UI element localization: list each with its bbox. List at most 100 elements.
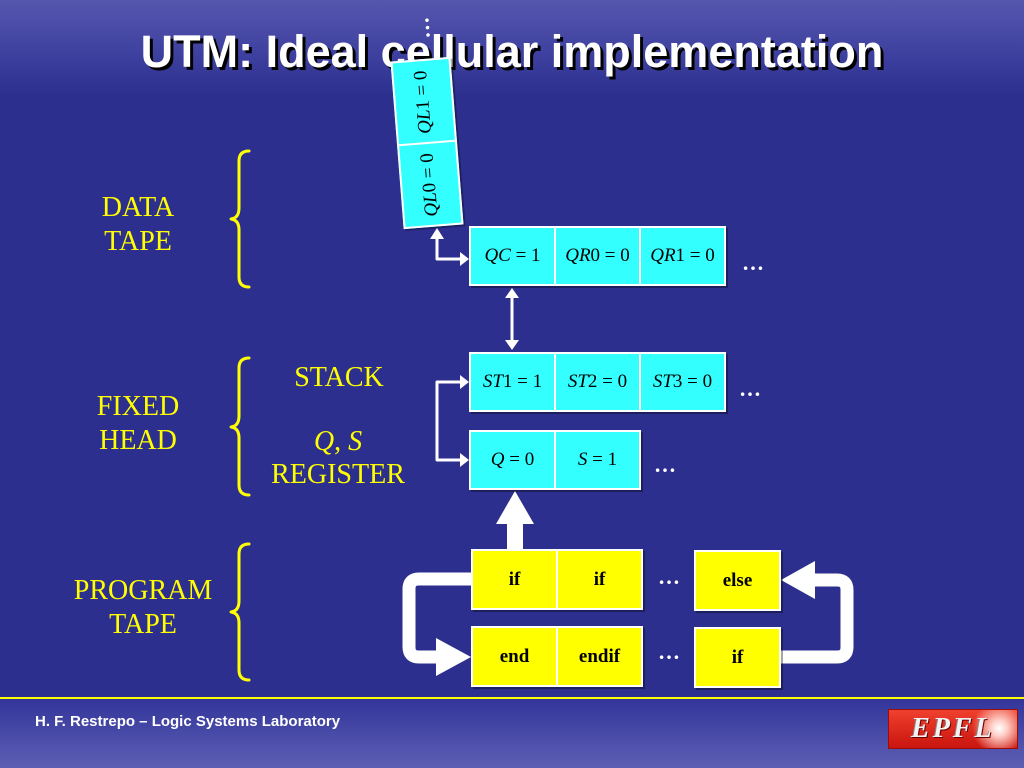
cell-value: 0 = 0 [416, 151, 441, 193]
program-cell: endif [558, 628, 641, 685]
left-tape-arrowhead-right [460, 252, 469, 266]
left-tape-cell-ql1: QL1 = 0 [393, 59, 455, 144]
cell-text: ST3 = 0 [653, 371, 712, 393]
register-label: Q, S REGISTER [238, 425, 438, 491]
register-cell-q: Q = 0 [471, 432, 554, 488]
slide-title: UTM: Ideal cellular implementation [140, 26, 884, 77]
data-tape-cell-qr0: QR0 = 0 [556, 228, 639, 284]
cell-text: ST1 = 1 [483, 371, 542, 393]
data-tape-ellipsis: … [742, 250, 764, 275]
cell-text: QR1 = 0 [650, 245, 715, 267]
cell-text: QC = 1 [484, 245, 540, 267]
tape-head-arrowhead-up [505, 288, 519, 298]
fixed-head-label: FIXED HEAD [38, 390, 238, 458]
stack-arrowhead-right [460, 375, 469, 389]
cell-variable: QR [565, 245, 591, 266]
cell-variable: ST [567, 371, 588, 392]
data-tape-label-line2: TAPE [104, 226, 172, 257]
stack-row: ST1 = 1 ST2 = 0 ST3 = 0 [469, 352, 726, 412]
cell-text: else [722, 569, 753, 591]
cell-variable: ST [652, 371, 673, 392]
program-top-ellipsis: … [658, 564, 680, 589]
stack-label: STACK [294, 362, 384, 393]
stack-cell-st1: ST1 = 1 [471, 354, 554, 410]
cell-variable: Q [490, 449, 505, 470]
epfl-logo: EPFL [888, 709, 1018, 749]
cell-value: 1 = 0 [410, 69, 435, 110]
epfl-logo-text: EPFL [911, 713, 995, 744]
program-cell-if: if [696, 629, 779, 686]
data-tape-brace [229, 149, 251, 289]
footer-credit: H. F. Restrepo – Logic Systems Laborator… [35, 713, 341, 730]
cell-variable: ST [482, 371, 503, 392]
cell-text: Q = 0 [491, 449, 534, 471]
program-cell-else: else [696, 552, 779, 609]
fixed-head-label-line2: HEAD [99, 425, 177, 456]
program-cell: if [558, 551, 641, 608]
cell-value: = 1 [510, 245, 541, 266]
data-tape-label: DATA TAPE [38, 191, 238, 259]
register-row: Q = 0 S = 1 [469, 430, 641, 490]
cell-value: 2 = 0 [587, 371, 628, 392]
data-tape-cell-qc: QC = 1 [471, 228, 554, 284]
cell-variable: QL [419, 191, 443, 217]
left-tape-cell-text: QL1 = 0 [410, 69, 437, 134]
cell-variable: S [577, 449, 588, 470]
left-tape-ellipsis: … [408, 16, 435, 40]
stack-cell-st3: ST3 = 0 [641, 354, 724, 410]
data-tape-row: QC = 1 QR0 = 0 QR1 = 0 [469, 226, 726, 286]
data-tape-label-line1: DATA [101, 192, 175, 223]
cell-text: ST2 = 0 [568, 371, 627, 393]
cell-value: 3 = 0 [672, 371, 713, 392]
register-var-separator: , [334, 426, 349, 457]
fixed-head-brace [229, 356, 251, 497]
cell-text: if [731, 646, 744, 668]
cell-text: if [593, 568, 606, 590]
register-arrowhead-right [460, 453, 469, 467]
right-loop-arrowhead [781, 561, 815, 599]
cell-text: endif [578, 645, 621, 667]
footer-rule [0, 697, 1024, 699]
program-tape-label-line1: PROGRAM [73, 575, 213, 606]
cell-value: 0 = 0 [590, 245, 630, 266]
program-bottom-last-cell: if [694, 627, 781, 688]
register-label-vars: Q, S [238, 425, 438, 458]
program-top-last-cell: else [694, 550, 781, 611]
cell-variable: QL [413, 108, 437, 135]
register-cell-s: S = 1 [556, 432, 639, 488]
program-tape-label: PROGRAM TAPE [43, 574, 243, 642]
stack-ellipsis: … [739, 376, 761, 401]
cell-variable: QC [484, 245, 511, 266]
register-ellipsis: … [654, 452, 676, 477]
cell-text: if [508, 568, 521, 590]
cell-variable: QR [650, 245, 676, 266]
program-top-row: if if [471, 549, 643, 610]
program-bottom-ellipsis: … [658, 639, 680, 664]
left-loop-arrowhead [436, 638, 471, 676]
right-loop-line [781, 573, 854, 664]
program-tape-label-line2: TAPE [109, 609, 177, 640]
cell-value: 1 = 1 [502, 371, 543, 392]
stack-register-link-line [435, 380, 461, 462]
cell-value: = 1 [587, 449, 618, 470]
program-bottom-row: end endif [471, 626, 643, 687]
left-loop-line [402, 572, 471, 664]
data-tape-cell-qr1: QR1 = 0 [641, 228, 724, 284]
cell-value: = 0 [504, 449, 535, 470]
program-tape-brace [229, 542, 251, 682]
register-var-s: S [348, 426, 363, 457]
tape-head-arrowhead-down [505, 340, 519, 350]
cell-text: end [499, 645, 530, 667]
cell-value: 1 = 0 [675, 245, 715, 266]
stack-cell-st2: ST2 = 0 [556, 354, 639, 410]
left-tape-link-line [435, 238, 461, 261]
register-var-q: Q [313, 426, 335, 457]
program-cell: if [473, 551, 556, 608]
program-cell: end [473, 628, 556, 685]
cell-text: QR0 = 0 [565, 245, 630, 267]
left-tape-cell-ql0: QL0 = 0 [399, 139, 462, 227]
left-tape-arrowhead-up [430, 228, 444, 239]
register-label-word: REGISTER [271, 459, 405, 490]
